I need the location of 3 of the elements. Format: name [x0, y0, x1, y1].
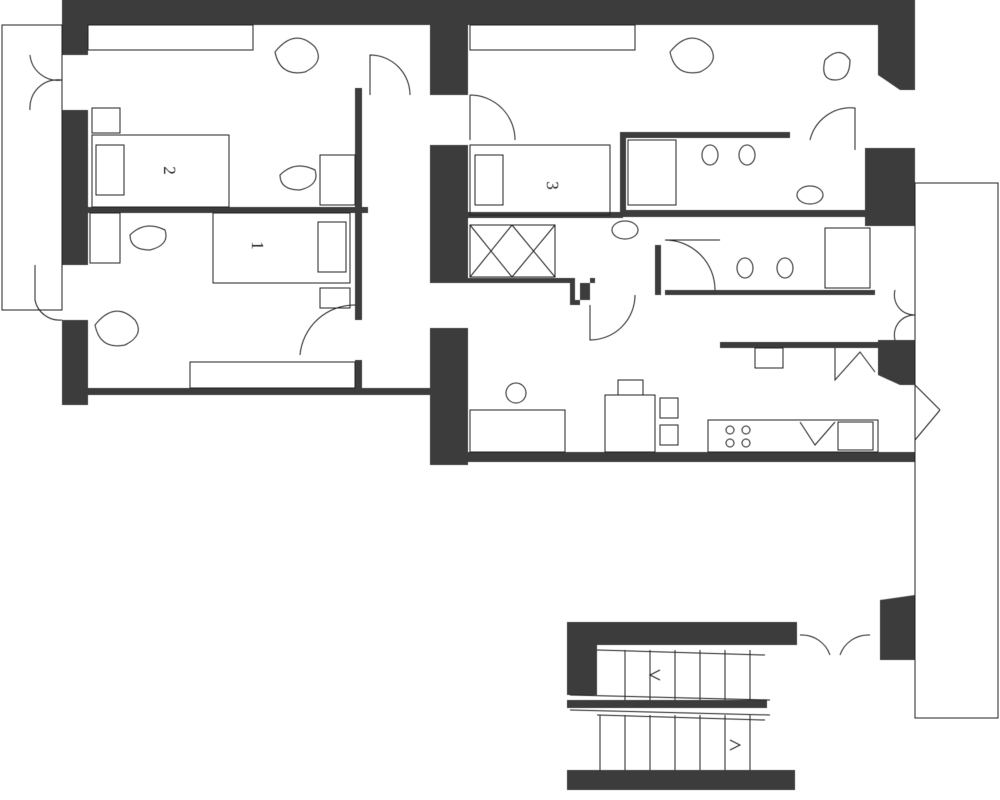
- room-number: 1: [248, 241, 266, 250]
- room-number: 2: [160, 166, 178, 175]
- room-number: 3: [544, 181, 561, 190]
